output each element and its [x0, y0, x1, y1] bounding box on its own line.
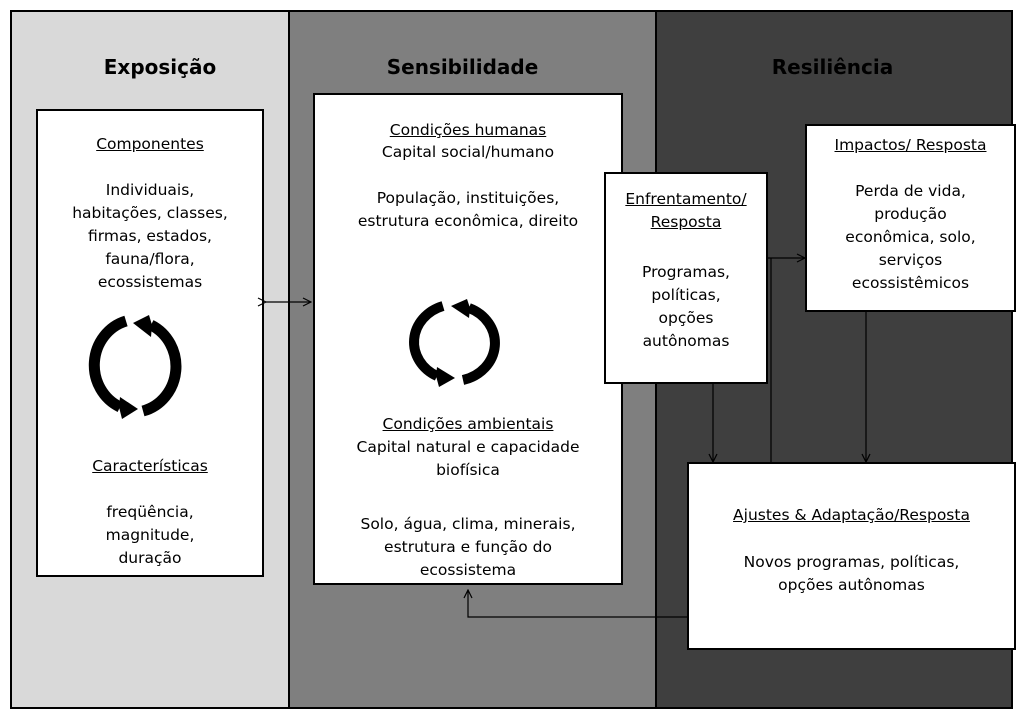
condicoes-ambientais-body: Solo, água, clima, minerais, estrutura e…	[360, 515, 576, 579]
exposicao-title: Exposição	[103, 55, 217, 79]
sensibilidade-box: Condições humanas Capital social/humano …	[313, 93, 623, 585]
caracteristicas-heading: Características	[92, 457, 208, 475]
impactos-heading: Impactos/ Resposta	[834, 136, 987, 154]
caracteristicas-body: freqüência, magnitude, duração	[105, 503, 195, 567]
cycle-arrows-icon	[88, 315, 182, 419]
condicoes-humanas-body: População, instituições, estrutura econô…	[357, 189, 579, 230]
enfrentamento-body: Programas, políticas, opções autônomas	[642, 263, 730, 350]
enfrentamento-box: Enfrentamento/ Resposta Programas, polít…	[604, 172, 768, 384]
exposicao-box: Componentes Individuais, habitações, cla…	[36, 109, 264, 577]
cycle-arrows-icon	[409, 299, 500, 387]
resiliencia-title: Resiliência	[771, 55, 894, 79]
condicoes-humanas-heading: Condições humanas	[389, 121, 547, 139]
componentes-heading: Componentes	[96, 135, 204, 153]
condicoes-ambientais-heading: Condições ambientais	[382, 415, 554, 433]
ajustes-heading: Ajustes & Adaptação/Resposta	[733, 506, 970, 524]
ajustes-box: Ajustes & Adaptação/Resposta Novos progr…	[687, 462, 1016, 650]
enfrentamento-heading: Enfrentamento/ Resposta	[625, 190, 747, 231]
componentes-body: Individuais, habitações, classes, firmas…	[72, 181, 228, 291]
condicoes-humanas-sub: Capital social/humano	[381, 143, 555, 161]
impactos-box: Impactos/ Resposta Perda de vida, produç…	[805, 124, 1016, 312]
condicoes-ambientais-sub: Capital natural e capacidade biofísica	[356, 438, 580, 479]
ajustes-body: Novos programas, políticas, opções autôn…	[743, 553, 960, 594]
sensibilidade-title: Sensibilidade	[386, 55, 539, 79]
impactos-body: Perda de vida, produção econômica, solo,…	[845, 182, 976, 292]
